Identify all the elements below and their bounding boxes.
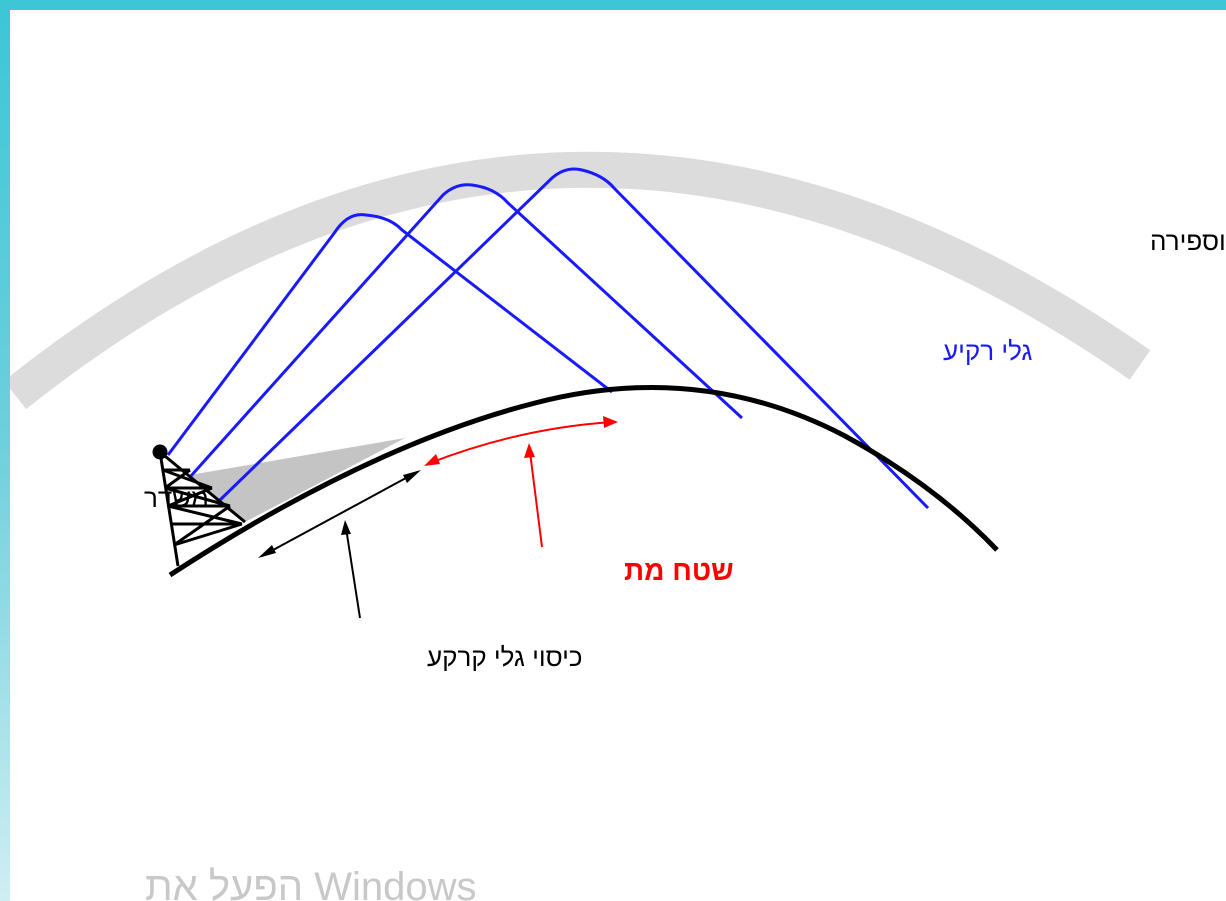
- sky-wave-ray-3: [218, 167, 930, 510]
- sky-waves-label: גלי רקיע: [943, 336, 1032, 366]
- earth-surface: [168, 384, 999, 578]
- dead-zone-range-arrow: [424, 416, 618, 466]
- ground-wave-pointer: [341, 520, 361, 619]
- sky-wave-ray-1: [166, 213, 613, 456]
- sky-wave-ray-2: [188, 183, 744, 479]
- transmitter-label: משדר: [144, 483, 209, 513]
- windows-activation-watermark: הפעל את Windows: [145, 865, 477, 901]
- diagram-panel: יונוספירה גלי רקיע משדר שטח מת כיסוי גלי…: [10, 10, 1226, 901]
- ground-wave-coverage-label: כיסוי גלי קרקע: [427, 642, 583, 672]
- ground-wave-range-arrow: [258, 470, 421, 558]
- sky-waves: [166, 167, 930, 510]
- ionosphere-label: יונוספירה: [1150, 226, 1226, 256]
- ground-wave-area: [190, 438, 405, 522]
- dead-zone-pointer: [524, 443, 543, 548]
- transmitter-tower: [152, 444, 246, 567]
- dead-zone-label: שטח מת: [624, 555, 734, 586]
- sky-wave-propagation-diagram: יונוספירה גלי רקיע משדר שטח מת כיסוי גלי…: [10, 151, 1226, 672]
